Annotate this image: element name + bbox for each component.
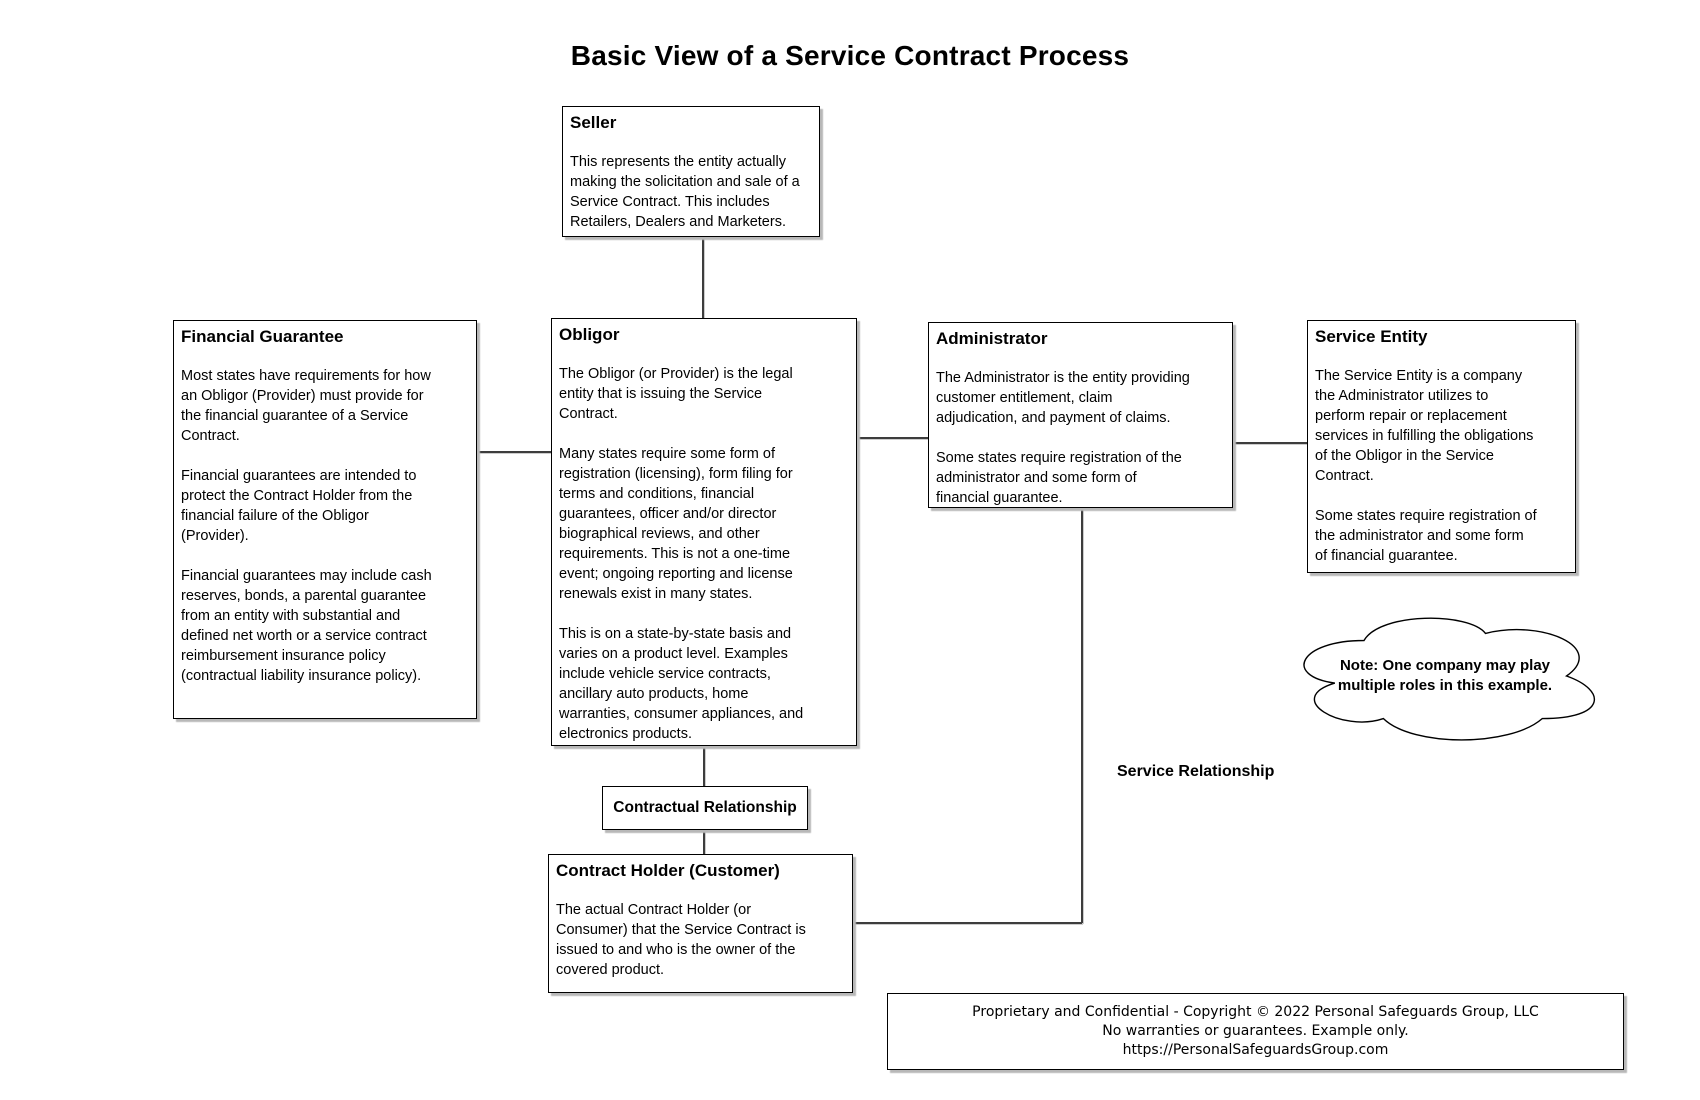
service-relationship-label: Service Relationship — [1117, 763, 1275, 780]
connector-administrator-service-entity — [1233, 442, 1307, 444]
contractual-relationship-label: Contractual Relationship — [613, 799, 797, 816]
contract-holder-box: Contract Holder (Customer) The actual Co… — [548, 854, 853, 993]
financial-guarantee-box: Financial Guarantee Most states have req… — [173, 320, 477, 719]
footer-box: Proprietary and Confidential - Copyright… — [887, 993, 1624, 1070]
seller-body: This represents the entity actually maki… — [570, 154, 800, 230]
contract-holder-heading: Contract Holder (Customer) — [556, 861, 780, 880]
connector-obligor-administrator — [857, 437, 928, 439]
contract-holder-body: The actual Contract Holder (or Consumer)… — [556, 902, 806, 978]
cloud-shape — [1283, 605, 1607, 747]
note-text: Note: One company may play multiple role… — [1337, 657, 1553, 694]
diagram-title: Basic View of a Service Contract Process — [570, 40, 1130, 71]
connector-seller-obligor — [702, 237, 704, 318]
administrator-body: The Administrator is the entity providin… — [936, 370, 1190, 506]
note-cloud: Note: One company may play multiple role… — [1283, 605, 1607, 747]
financial-guarantee-heading: Financial Guarantee — [181, 327, 344, 346]
administrator-box: Administrator The Administrator is the e… — [928, 322, 1233, 508]
contractual-relationship-label-box: Contractual Relationship — [602, 786, 808, 830]
administrator-heading: Administrator — [936, 329, 1048, 348]
seller-heading: Seller — [570, 113, 617, 132]
service-entity-box: Service Entity The Service Entity is a c… — [1307, 320, 1576, 573]
connector-financial-guarantee-obligor — [477, 451, 551, 453]
service-entity-heading: Service Entity — [1315, 327, 1428, 346]
connector-service-relationship-vertical — [1081, 508, 1083, 923]
service-entity-body: The Service Entity is a company the Admi… — [1315, 368, 1537, 564]
footer-text: Proprietary and Confidential - Copyright… — [972, 1004, 1539, 1058]
obligor-body: The Obligor (or Provider) is the legal e… — [559, 366, 804, 742]
financial-guarantee-body: Most states have requirements for how an… — [181, 368, 432, 684]
obligor-heading: Obligor — [559, 325, 620, 344]
obligor-box: Obligor The Obligor (or Provider) is the… — [551, 318, 857, 746]
seller-box: Seller This represents the entity actual… — [562, 106, 820, 237]
connector-service-relationship-horizontal — [853, 922, 1082, 924]
